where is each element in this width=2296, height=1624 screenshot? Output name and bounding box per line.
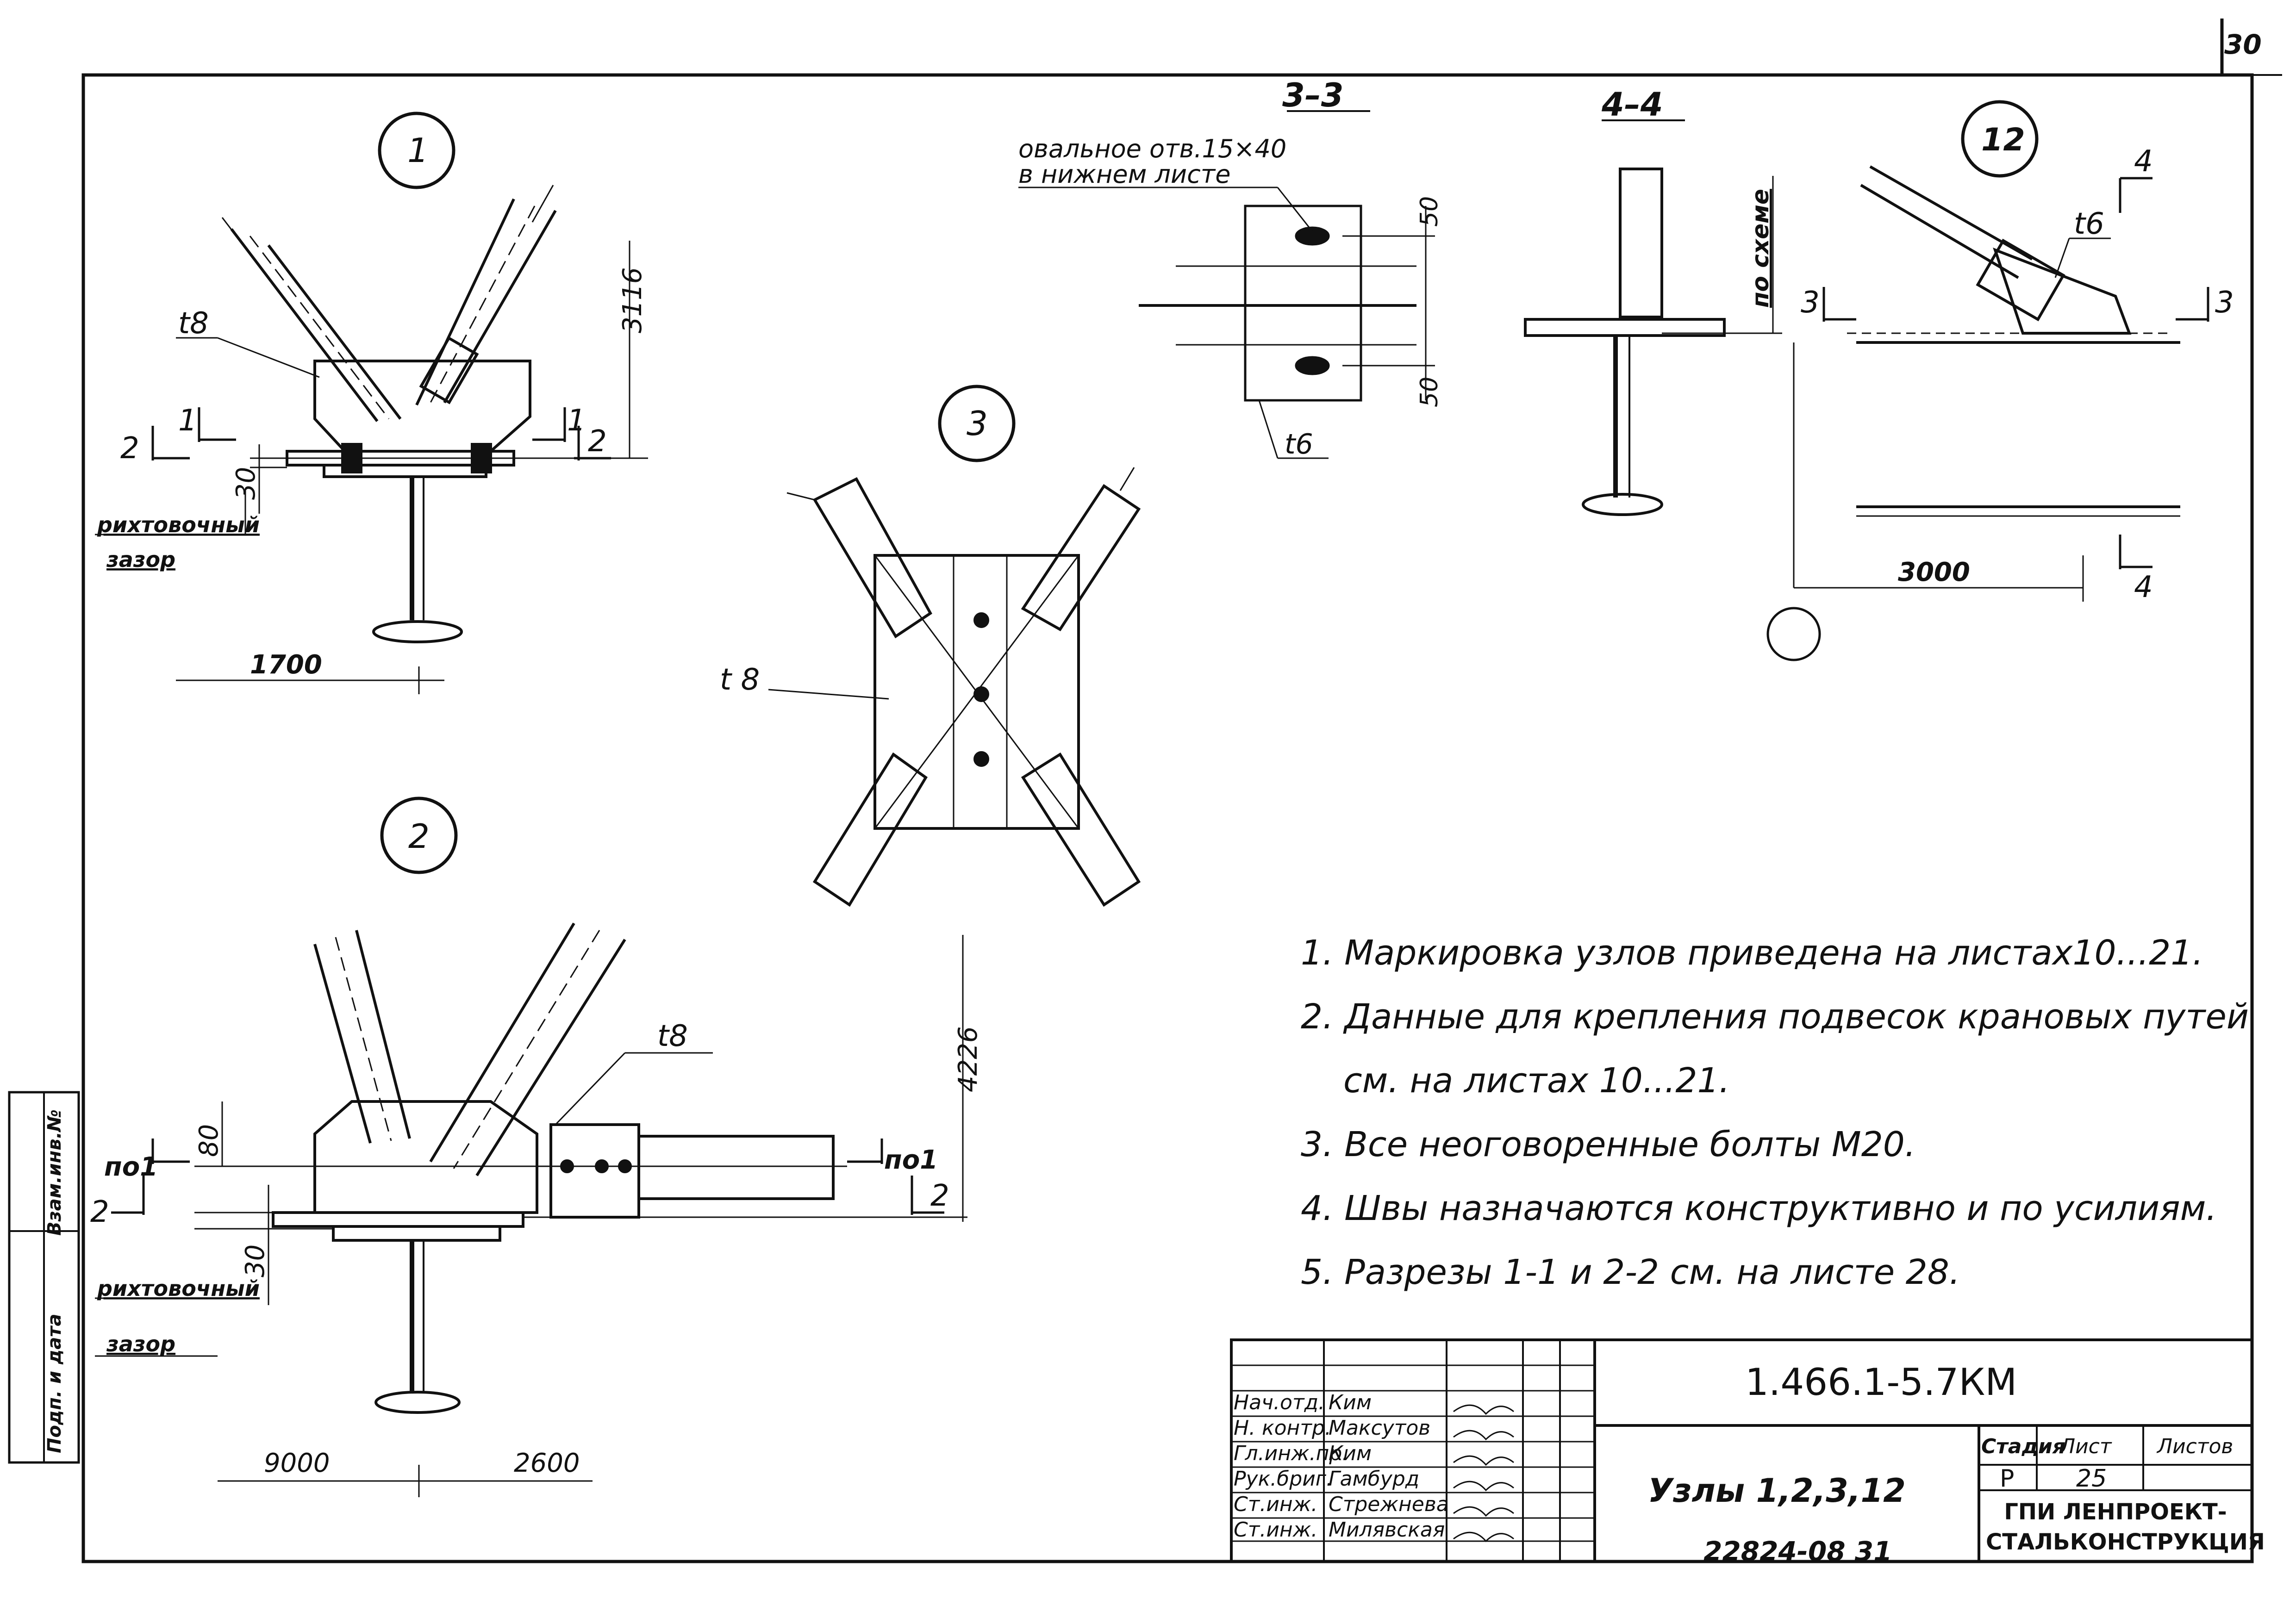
node-2-dim-right: 2600 [514, 1448, 580, 1478]
archive-code: 22824-08 31 [1703, 1536, 1892, 1567]
node-12-sec4-top: 4 [2134, 144, 2153, 179]
node-1-section-right2: 2 [588, 424, 607, 459]
organization-line-1: ГПИ ЛЕНПРОЕКТ- [2004, 1499, 2227, 1525]
sheet-corner-number: 30 [2224, 29, 2262, 60]
title-block [8, 1091, 2253, 1563]
node-1-section-right: 1 [567, 404, 586, 438]
node-12-plate: t6 [2074, 207, 2104, 241]
node-2-section-right: 2 [930, 1179, 949, 1213]
document-code: 1.466.1-5.7КМ [1745, 1361, 2017, 1404]
role-name: Ким [1329, 1391, 1372, 1414]
side-stamp-sign-date: Подп. и дата [44, 1313, 65, 1453]
node-12-label: 12 [1981, 122, 2025, 158]
section-3-3-view [1018, 110, 1435, 459]
side-stamp-replace-inv: Взам.инв.№ [44, 1109, 65, 1236]
role-label: Ст.инж. [1234, 1493, 1318, 1516]
section-4-4-view [1524, 119, 1782, 516]
note-line: 4. Швы назначаются конструктивно и по ус… [1301, 1188, 2217, 1228]
node-2-section-left: 2 [90, 1195, 109, 1229]
sheets-header: Листов [2157, 1435, 2234, 1458]
note-line: 3. Все неоговоренные болты М20. [1301, 1125, 1916, 1164]
node-2-dim-height: 4226 [953, 1026, 983, 1092]
drawing-title: Узлы 1,2,3,12 [1648, 1472, 1906, 1510]
note-line: 1. Маркировка узлов приведена на листах1… [1301, 933, 2203, 973]
section-4-4-label: 4–4 [1601, 86, 1663, 124]
node-1-gap-label-2: зазор [106, 547, 175, 572]
section-3-3-label: 3–3 [1282, 76, 1343, 114]
node-1-plate: t8 [178, 306, 209, 341]
node-12-dim-span: 3000 [1898, 557, 1970, 587]
role-label: Рук.бриг. [1234, 1467, 1333, 1491]
sheet-value: 25 [2076, 1465, 2107, 1493]
section-3-3-dim-bottom: 50 [1416, 377, 1443, 407]
role-name: Милявская [1329, 1518, 1445, 1542]
node-3-marker [938, 385, 1016, 462]
node-12-sec4-bottom: 4 [2134, 570, 2153, 604]
section-3-3-dim-top: 50 [1416, 196, 1443, 227]
role-label: Н. контр. [1234, 1416, 1331, 1440]
node-2-view [95, 796, 967, 1497]
sheet-frame [81, 73, 2254, 1563]
node-3-view [768, 385, 1141, 907]
role-name: Гамбурд [1329, 1467, 1420, 1491]
note-line: см. на листах 10...21. [1343, 1061, 1730, 1101]
section-3-3-note-1: овальное отв.15×40 [1018, 134, 1286, 163]
role-name: Максутов [1329, 1416, 1431, 1440]
node-12-sec3-right: 3 [2215, 286, 2234, 320]
role-name: Ким [1329, 1442, 1372, 1465]
note-line: 5. Разрезы 1-1 и 2-2 см. на листе 28. [1301, 1252, 1960, 1292]
organization-line-2: СТАЛЬКОНСТРУКЦИЯ [1986, 1529, 2265, 1555]
sheet-header: Лист [2060, 1435, 2112, 1458]
stage-value: Р [2000, 1465, 2015, 1493]
node-12-marker [1961, 100, 2039, 178]
node-1-section-left2: 1 [178, 404, 197, 438]
stage-header: Стадия [1981, 1435, 2066, 1458]
section-3-3-plate: t6 [1285, 428, 1313, 460]
note-line: 2. Данные для крепления подвесок крановы… [1301, 997, 2249, 1037]
node-2-label: 2 [408, 817, 430, 856]
role-label: Гл.инж.пр. [1234, 1442, 1349, 1465]
role-label: Ст.инж. [1234, 1518, 1318, 1542]
node-2-po1-left: по1 [104, 1152, 158, 1182]
node-2-dim-gap: 30 [240, 1244, 270, 1277]
node-1-dim-span: 1700 [250, 650, 322, 680]
node-1-gap-label-1: рихтовочный [97, 512, 260, 537]
side-stamp: Взам.инв.№ Подп. и дата [5, 1101, 74, 1453]
node-1-view [95, 112, 648, 694]
node-1-label: 1 [407, 131, 429, 170]
node-1-section-left: 2 [120, 431, 139, 466]
node-3-plate: t 8 [720, 663, 760, 697]
section-3-3-note-2: в нижнем листе [1018, 160, 1230, 189]
node-1-marker [378, 112, 455, 189]
node-2-dim-left: 9000 [264, 1448, 330, 1478]
node-2-gap-label-1: рихтовочный [97, 1276, 260, 1301]
role-name: Стрежнева [1329, 1493, 1449, 1516]
node-2-marker [380, 796, 458, 874]
node-1-dim-gap: 30 [231, 467, 261, 500]
node-12-sec3-left: 3 [1801, 286, 1820, 320]
node-2-plate: t8 [657, 1019, 688, 1053]
node-2-gap-label-2: зазор [106, 1332, 175, 1356]
role-label: Нач.отд. [1234, 1391, 1325, 1414]
section-4-4-side-note: по схеме [1747, 189, 1774, 308]
node-2-po1-right: по1 [884, 1145, 938, 1175]
node-2-dim-80: 80 [194, 1124, 224, 1157]
general-notes: 1. Маркировка узлов приведена на листах1… [1301, 921, 2249, 1304]
node-12-view [1766, 100, 2209, 661]
node-1-dim-height: 3116 [618, 267, 648, 333]
node-3-label: 3 [967, 404, 988, 443]
